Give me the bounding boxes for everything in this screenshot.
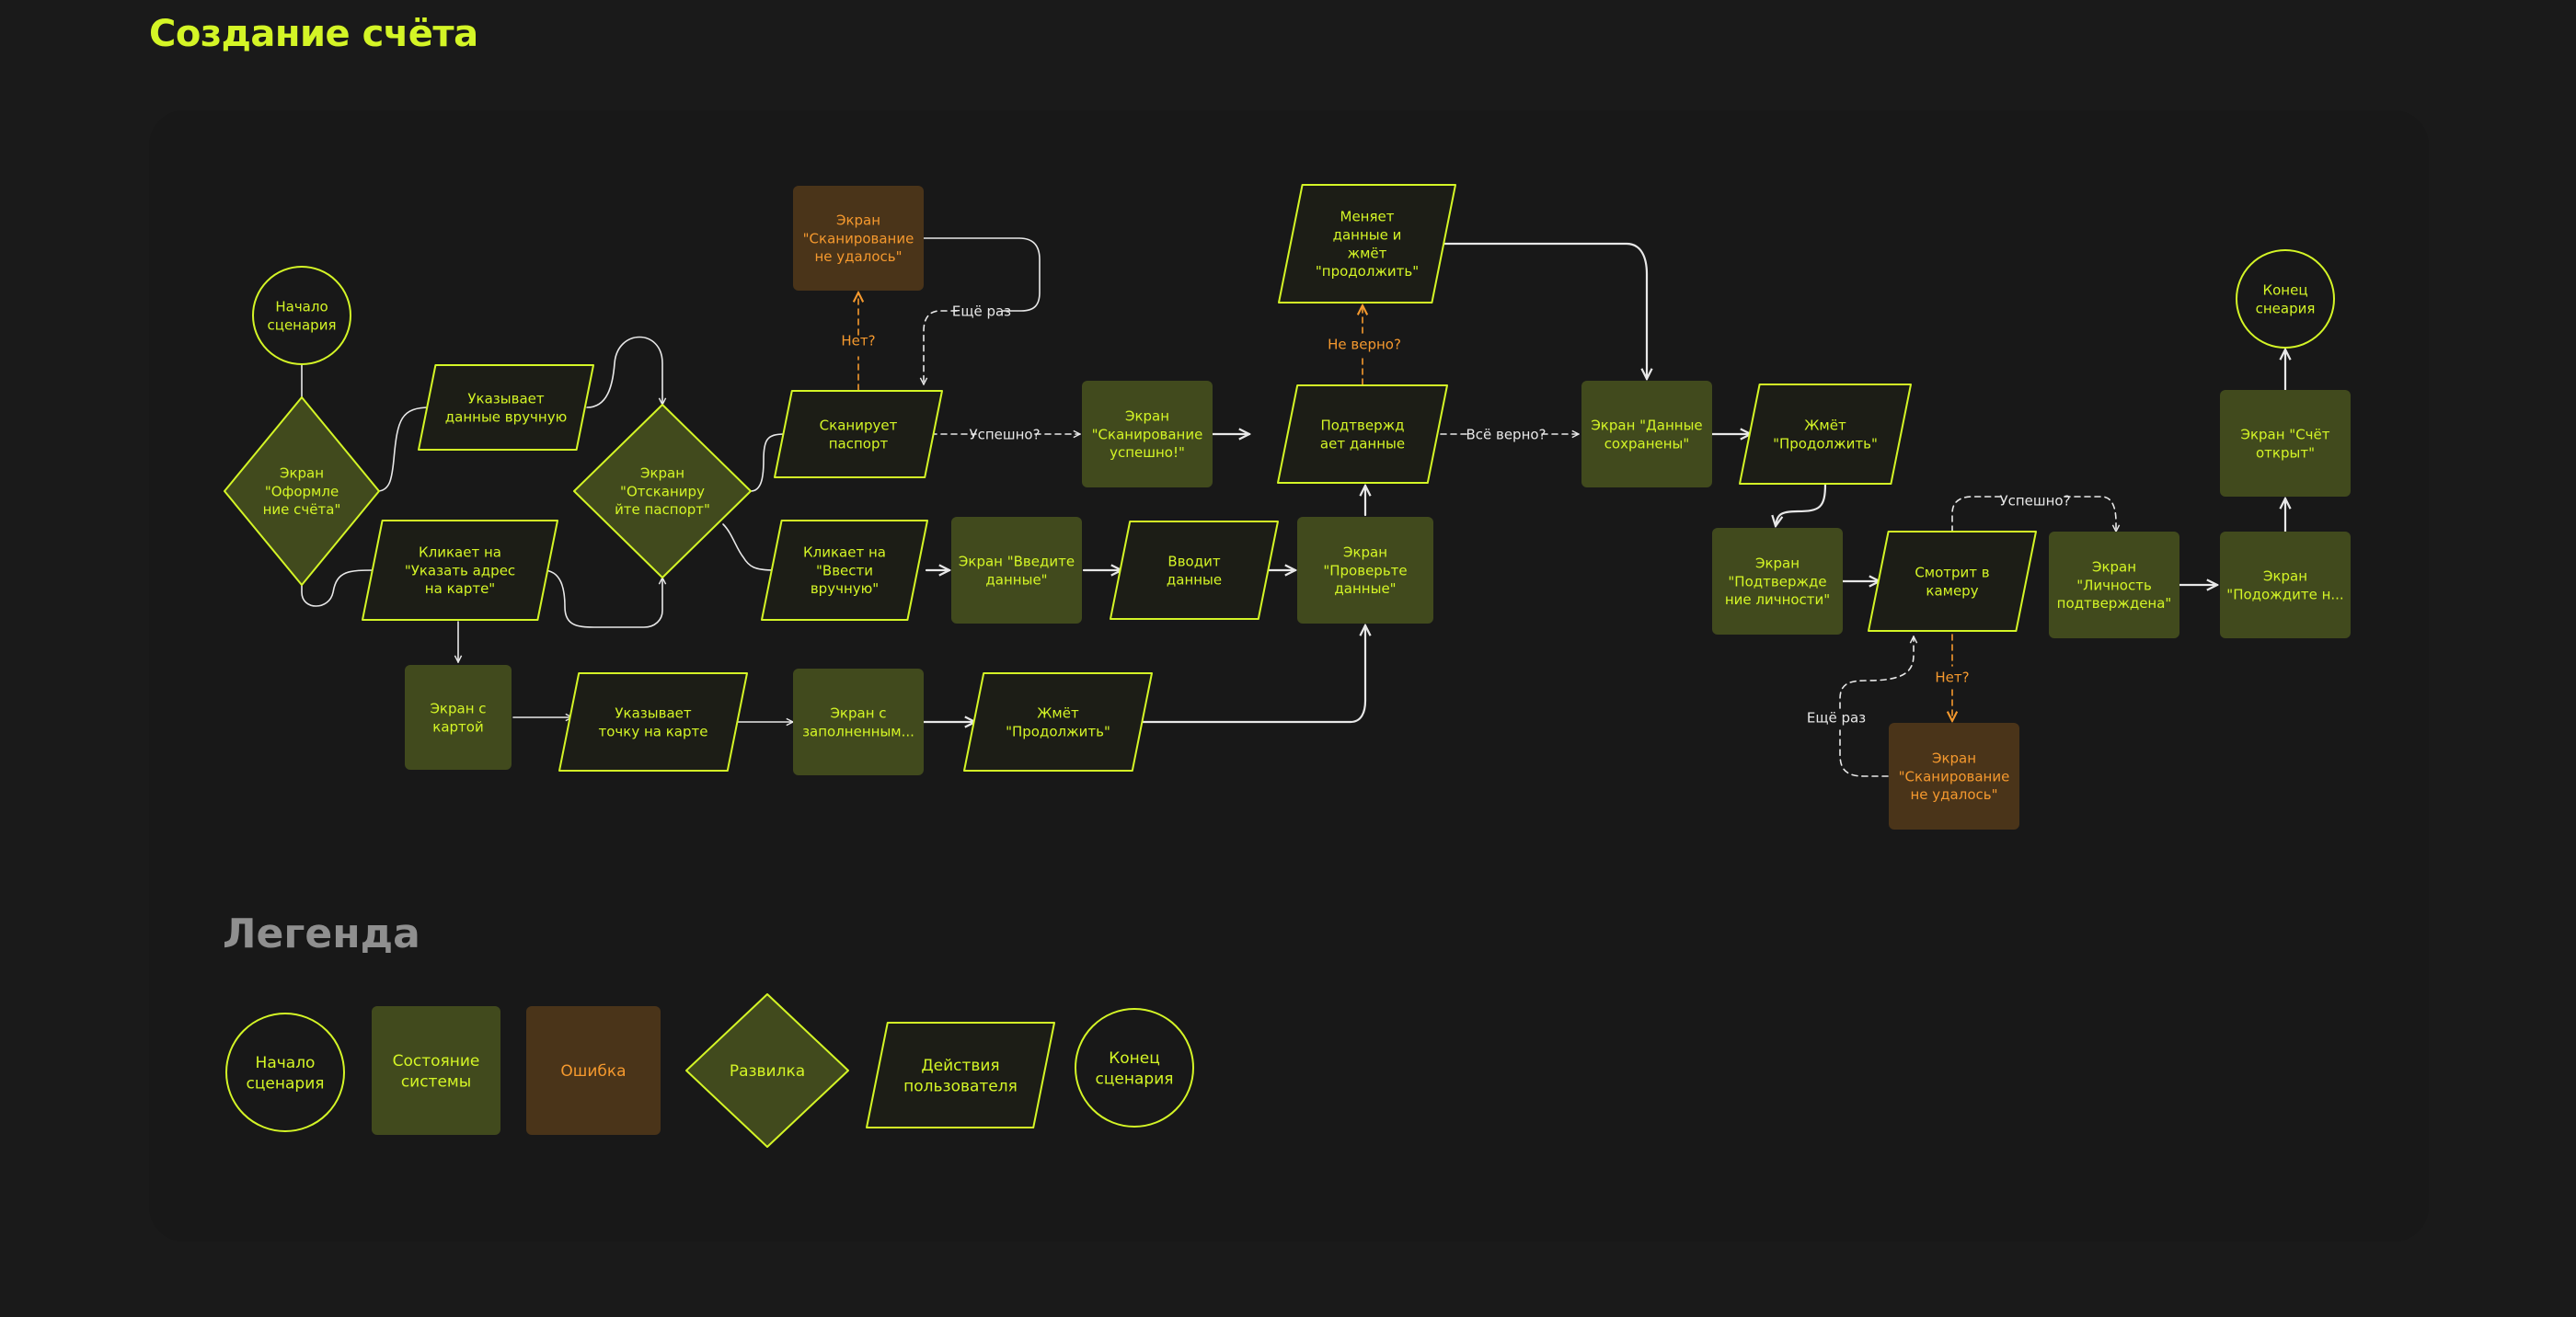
edge-label-incorrect: Не верно?: [1328, 336, 1401, 352]
connector: [923, 237, 1041, 312]
connector: [586, 336, 662, 408]
legend-item-error-label: Ошибка: [560, 1062, 626, 1081]
node-a-continue1[interactable]: Жмёт"Продолжить": [963, 672, 1153, 772]
connector: [301, 569, 376, 607]
connector: [1951, 496, 2003, 533]
legend-item-diamond-label: Развилка: [730, 1062, 805, 1081]
connector: [2064, 496, 2116, 532]
node-a-continue2-label: Жмёт"Продолжить": [1773, 418, 1878, 452]
connector-layer: [301, 237, 2285, 777]
node-s-wait-label: Экран"Подождите н...: [2226, 568, 2343, 603]
legend-item-error[interactable]: Ошибка: [526, 1006, 661, 1135]
connector: [924, 310, 958, 384]
edge-label-retry1: Ещё раз: [952, 303, 1011, 319]
connector: [1135, 625, 1365, 724]
edge-label-retry2: Ещё раз: [1807, 709, 1866, 726]
edge-label-no1: Нет?: [841, 332, 875, 349]
legend-title: Легенда: [223, 910, 420, 957]
node-a-continue1-label: Жмёт"Продолжить": [1006, 705, 1110, 740]
node-s-wait[interactable]: Экран"Подождите н...: [2220, 532, 2351, 638]
edge-label-no2: Нет?: [1935, 669, 1969, 685]
connector: [1438, 242, 1647, 379]
connector: [376, 407, 431, 492]
connector: [1839, 636, 1914, 709]
node-a-continue2[interactable]: Жмёт"Продолжить": [1739, 384, 1912, 485]
edge-label-success2: Успешно?: [1999, 492, 2070, 509]
edge-label-success1: Успешно?: [969, 426, 1040, 442]
connector: [1776, 482, 1827, 526]
edge-label-correct: Всё верно?: [1466, 426, 1546, 442]
legend-item-diamond[interactable]: Развилка: [685, 993, 849, 1148]
connector: [542, 569, 662, 628]
connector: [750, 433, 785, 492]
connector: [1839, 729, 1889, 777]
connector: [722, 523, 776, 571]
page-title: Создание счёта: [149, 13, 478, 55]
